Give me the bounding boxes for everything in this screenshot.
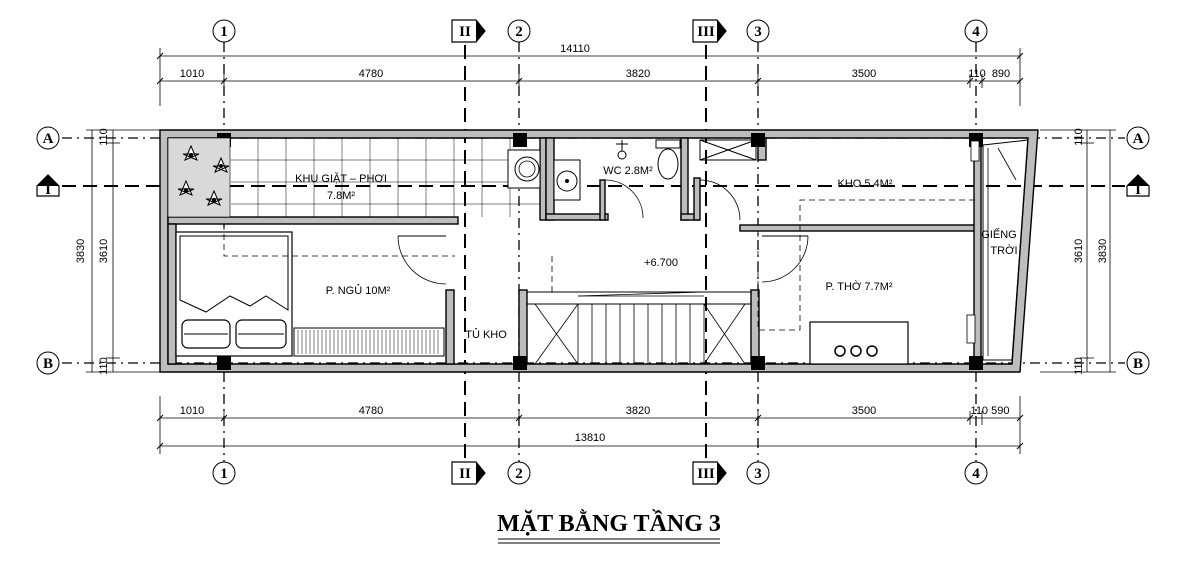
axis-label-4-top: 4 (972, 24, 980, 40)
room-labels: KHU GIẶT – PHƠI 7.8M² WC 2.8M² KHO 5.4M²… (295, 165, 1017, 341)
floor-level: +6.700 (644, 257, 678, 269)
room-closet: TỦ KHO (465, 328, 507, 341)
dim-right-top: 110 (1073, 128, 1085, 146)
axis-bubbles-bottom: 1 2 3 4 II III (212, 461, 988, 485)
dim-bottom-seg-1: 1010 (180, 405, 204, 417)
room-worship: P. THỜ 7.7M² (825, 280, 892, 293)
washing-machine-icon (507, 149, 541, 189)
dim-top-seg-2: 4780 (359, 68, 383, 80)
right-dimensions: 3610 3830 110 110 (1040, 128, 1116, 375)
bed-icon (175, 231, 293, 357)
axis-label-3-bottom: 3 (754, 466, 762, 482)
dim-top-seg-5: 110 (968, 68, 986, 80)
dim-bottom-seg-2: 4780 (359, 405, 383, 417)
section-label-I-right: I (1135, 182, 1141, 198)
section-label-III-top: III (697, 24, 715, 40)
dim-top-seg-4: 3500 (852, 68, 876, 80)
section-label-I-left: I (45, 182, 51, 198)
axis-bubbles-side: A B A B I I (36, 126, 1150, 375)
section-label-II-top: II (459, 24, 471, 40)
dim-left-inner: 3610 (98, 239, 110, 263)
axis-label-B-right: B (1133, 356, 1143, 372)
dim-bottom-seg-4: 3500 (852, 405, 876, 417)
dim-bottom-seg-3: 3820 (626, 405, 650, 417)
dim-left-outer: 3830 (75, 239, 87, 263)
dim-right-bottom: 110 (1073, 357, 1085, 375)
plant-icon (167, 137, 231, 218)
page-title: MẶT BẰNG TẦNG 3 (497, 510, 721, 537)
altar-table (809, 321, 909, 365)
dim-top-seg-1: 1010 (180, 68, 204, 80)
room-bedroom: P. NGỦ 10M² (326, 284, 391, 297)
axis-label-A-left: A (43, 131, 54, 147)
axis-label-1-top: 1 (220, 24, 228, 40)
overhead-dashed-lines (223, 199, 976, 331)
axis-label-4-bottom: 4 (972, 466, 980, 482)
dim-right-outer: 3830 (1097, 239, 1109, 263)
room-skylight-line1: GIẾNG (981, 228, 1016, 241)
wardrobe-strip (293, 327, 445, 357)
axis-label-A-right: A (1133, 131, 1144, 147)
dim-top-seg-6: 890 (992, 68, 1010, 80)
dim-top-seg-3: 3820 (626, 68, 650, 80)
axis-label-3-top: 3 (754, 24, 762, 40)
dim-left-top: 110 (98, 128, 110, 146)
room-skylight-line2: TRỜI (990, 244, 1017, 257)
wc-fixtures (553, 139, 681, 201)
dim-left-bottom: 110 (98, 357, 110, 375)
staircase (526, 291, 752, 365)
room-laundry-name: KHU GIẶT – PHƠI (295, 172, 387, 185)
dim-top-total: 14110 (560, 43, 590, 55)
section-label-II-bottom: II (459, 466, 471, 482)
section-lines (62, 45, 1125, 462)
axis-bubbles-top: 1 2 3 4 II III (212, 19, 988, 43)
section-label-III-bottom: III (697, 466, 715, 482)
columns (217, 133, 983, 370)
top-dimensions: 14110 1010 4780 3820 3500 110 890 (156, 43, 1024, 106)
dim-bottom-seg-5: 110 590 (971, 405, 1010, 417)
axis-label-1-bottom: 1 (220, 466, 228, 482)
room-laundry-area: 7.8M² (327, 190, 355, 202)
bottom-dimensions: 1010 4780 3820 3500 110 590 13810 (156, 396, 1024, 454)
room-storage: KHO 5.4M² (837, 178, 892, 190)
left-dimensions: 3830 3610 110 110 (75, 128, 160, 375)
axis-label-2-bottom: 2 (515, 466, 523, 482)
storage-box (699, 139, 757, 161)
axis-label-2-top: 2 (515, 24, 523, 40)
drawing-title: MẶT BẰNG TẦNG 3 (497, 510, 721, 544)
axis-label-B-left: B (43, 356, 53, 372)
room-wc: WC 2.8M² (603, 165, 653, 177)
doors (397, 179, 809, 285)
dim-right-inner: 3610 (1073, 239, 1085, 263)
interior-walls (167, 137, 982, 365)
skylight-well (966, 139, 1029, 361)
dim-bottom-total: 13810 (575, 432, 606, 444)
